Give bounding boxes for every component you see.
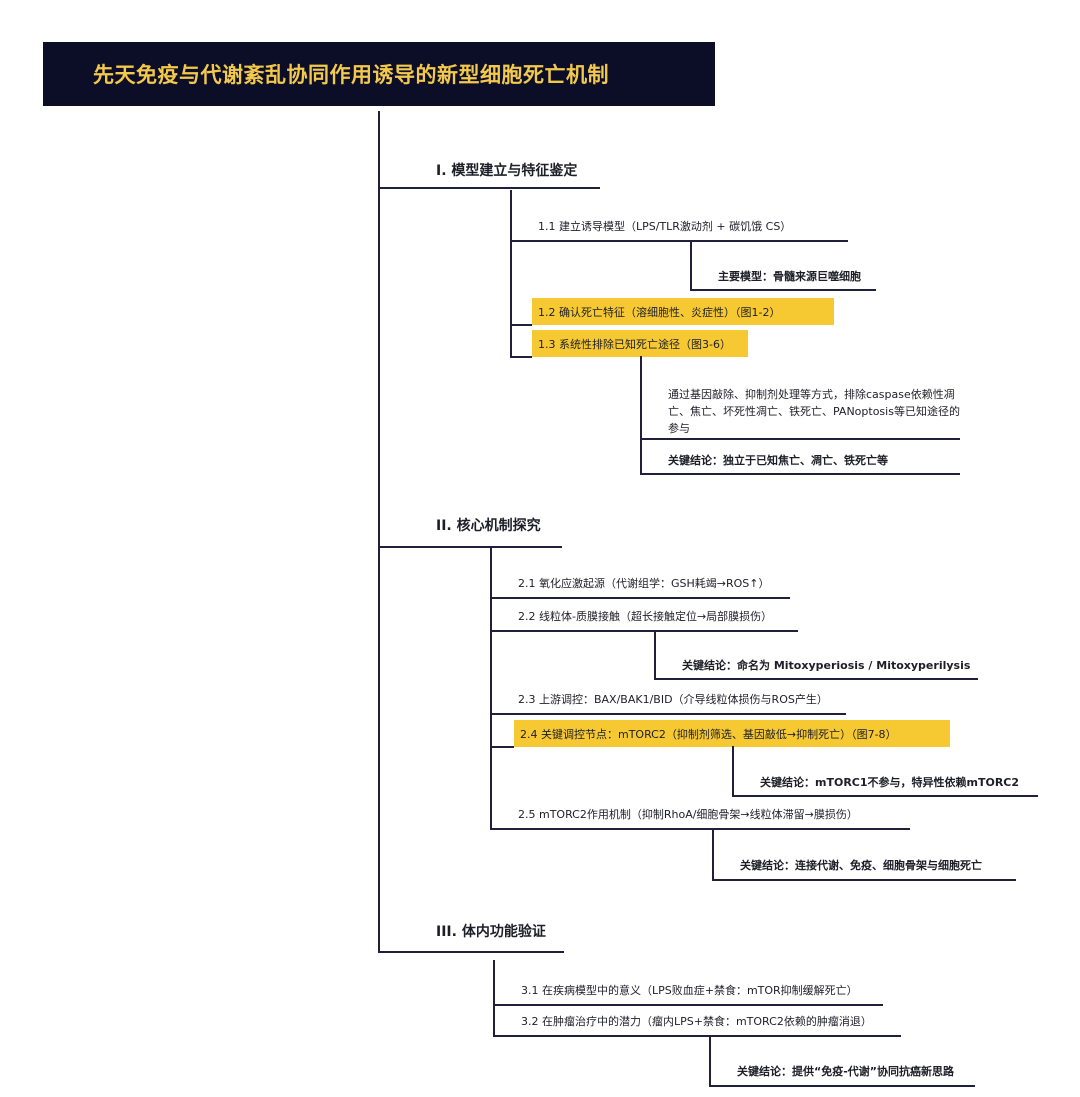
item-1-1-label: 1.1 建立诱导模型（LPS/TLR激动剂 + 碳饥饿 CS） (538, 220, 792, 233)
item-3-2-label: 3.2 在肿瘤治疗中的潜力（瘤内LPS+禁食：mTORC2依赖的肿瘤消退） (521, 1015, 872, 1028)
item-1-2-connector (510, 324, 532, 326)
item-2-3-underline (490, 713, 846, 715)
section-3-branch-line (493, 960, 495, 1036)
item-2-2-label: 2.2 线粒体-质膜接触（超长接触定位→局部膜损伤） (518, 610, 773, 623)
section-2-heading: II. 核心机制探究 (436, 518, 541, 534)
item-1-1-child-label: 主要模型：骨髓来源巨噬细胞 (718, 270, 861, 283)
item-1-2-highlight: 1.2 确认死亡特征（溶细胞性、炎症性）（图1-2） (532, 298, 834, 325)
item-1-3-conclusion: 关键结论：独立于已知焦亡、凋亡、铁死亡等 (668, 454, 888, 467)
item-2-5-conclusion: 关键结论：连接代谢、免疫、细胞骨架与细胞死亡 (740, 859, 982, 872)
item-1-2-label: 1.2 确认死亡特征（溶细胞性、炎症性）（图1-2） (538, 306, 781, 319)
item-3-1-underline (493, 1004, 883, 1006)
main-trunk-line (378, 111, 380, 953)
title-banner: 先天免疫与代谢紊乱协同作用诱导的新型细胞死亡机制 (43, 42, 715, 106)
item-2-2-underline (490, 630, 798, 632)
item-1-3-label: 1.3 系统性排除已知死亡途径（图3-6） (538, 338, 731, 351)
item-2-5-label: 2.5 mTORC2作用机制（抑制RhoA/细胞骨架→线粒体滞留→膜损伤） (518, 808, 858, 821)
item-2-1-underline (490, 597, 790, 599)
item-2-5-child-line (712, 828, 714, 881)
item-3-2-child-line (709, 1035, 711, 1087)
item-2-4-conclusion: 关键结论：mTORC1不参与，特异性依赖mTORC2 (760, 776, 1020, 789)
item-1-1-child-underline (690, 289, 876, 291)
section-1-branch-line (510, 190, 512, 358)
item-2-2-child-underline (654, 678, 978, 680)
item-2-4-highlight: 2.4 关键调控节点：mTORC2（抑制剂筛选、基因敲低→抑制死亡）（图7-8） (514, 720, 950, 747)
item-2-5-underline (490, 828, 910, 830)
section-3-heading: III. 体内功能验证 (436, 924, 546, 940)
page-title: 先天免疫与代谢紊乱协同作用诱导的新型细胞死亡机制 (93, 63, 609, 87)
item-2-2-conclusion: 关键结论：命名为 Mitoxyperiosis / Mitoxyperilysi… (682, 659, 971, 672)
item-2-4-connector (490, 746, 514, 748)
item-2-4-child-underline (732, 795, 1038, 797)
item-1-1-child-line (690, 240, 692, 291)
item-3-2-child-underline (709, 1085, 975, 1087)
section-3-connector (378, 951, 564, 953)
item-3-2-conclusion: 关键结论：提供“免疫-代谢”协同抗癌新思路 (737, 1065, 955, 1078)
item-1-3-detail-underline (640, 438, 960, 440)
item-1-3-conclusion-underline (640, 473, 960, 475)
item-1-3-highlight: 1.3 系统性排除已知死亡途径（图3-6） (532, 330, 748, 357)
item-2-3-label: 2.3 上游调控：BAX/BAK1/BID（介导线粒体损伤与ROS产生） (518, 693, 828, 706)
item-2-2-child-line (654, 630, 656, 680)
section-1-heading: I. 模型建立与特征鉴定 (436, 163, 578, 179)
item-1-1-underline (510, 240, 848, 242)
section-2-connector (378, 546, 562, 548)
section-1-connector (378, 187, 600, 189)
item-1-3-child-line (640, 356, 642, 474)
item-2-5-child-underline (712, 879, 1016, 881)
item-3-2-underline (493, 1035, 901, 1037)
item-2-4-label: 2.4 关键调控节点：mTORC2（抑制剂筛选、基因敲低→抑制死亡）（图7-8） (520, 728, 897, 741)
item-3-1-label: 3.1 在疾病模型中的意义（LPS败血症+禁食：mTOR抑制缓解死亡） (521, 984, 858, 997)
section-2-branch-line (490, 548, 492, 830)
item-1-3-connector (510, 356, 532, 358)
item-2-1-label: 2.1 氧化应激起源（代谢组学：GSH耗竭→ROS↑） (518, 577, 770, 590)
item-1-3-detail: 通过基因敲除、抑制剂处理等方式，排除caspase依赖性凋亡、焦亡、坏死性凋亡、… (668, 388, 960, 435)
item-2-4-child-line (732, 746, 734, 797)
